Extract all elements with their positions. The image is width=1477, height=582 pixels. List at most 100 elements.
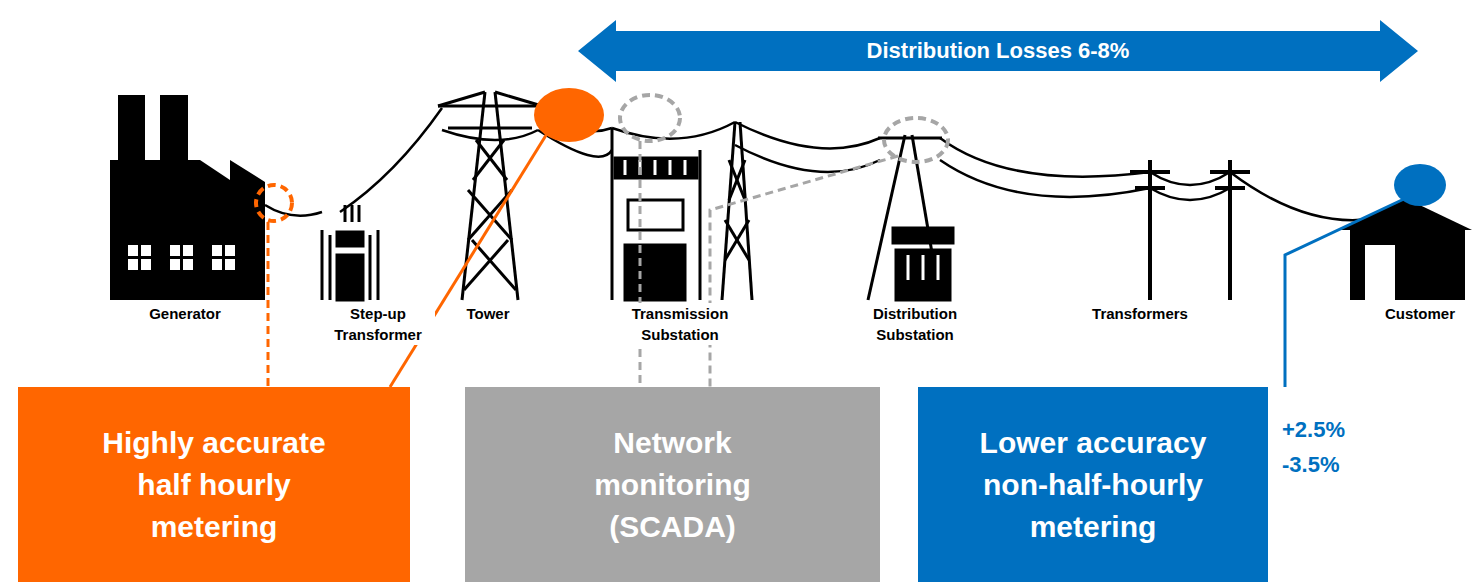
illustration-part [940,160,1150,197]
illustration-part [893,228,953,243]
illustration-part [110,95,265,300]
illustration-part [735,122,880,148]
meter-highlight [256,185,292,221]
illustration-part [699,150,702,300]
illustration-part [922,255,925,280]
illustration-part [1148,160,1152,300]
leader-lines [268,132,1404,387]
illustration-part [377,230,380,300]
illustration-part [1135,186,1165,190]
illustration-part [473,140,504,180]
illustration-part [625,245,685,300]
illustration-part [337,232,363,246]
illustration-part [141,259,151,270]
illustration-part [615,158,697,178]
illustration-part [128,259,138,270]
illustration-part [321,230,324,300]
illustration-part [878,137,942,140]
illustration-part [369,235,372,300]
illustration-part [940,138,1150,177]
illustration-part [442,130,538,140]
illustration-part [170,245,180,256]
transmission-tower [438,92,542,300]
illustration-part [212,245,222,256]
monitoring-box: Network monitoring (SCADA) [465,387,880,582]
illustration-part [351,205,354,222]
illustration-part [710,156,898,387]
illustration-part [448,127,532,130]
illustration-part [907,255,910,280]
illustration-part [476,140,507,180]
illustration-part [740,122,752,300]
illustration-part [725,220,749,260]
component-label: Step-up Transformer [321,303,435,345]
illustration-part [725,220,749,260]
illustration-part [729,160,745,200]
box-text: Network monitoring (SCADA) [548,422,798,548]
meter-marker [534,88,604,142]
illustration-part [438,92,485,106]
illustration-part [1215,186,1245,190]
illustration-part [438,105,542,108]
component-label: Transformers [1090,303,1190,324]
illustration-part [464,240,508,290]
losses-arrow-band: Distribution Losses 6-8% [578,20,1418,82]
illustration-part [170,259,180,270]
illustration-part [212,259,222,270]
illustration-part [267,222,270,387]
illustration-part [1130,170,1170,174]
scada-highlight [620,95,680,141]
illustration-part [183,259,193,270]
component-label: Tower [464,303,511,324]
illustration-part [337,255,363,300]
illustration-part [1228,160,1232,300]
illustration-part [358,205,361,222]
box-text: Lower accuracy non-half-hourly metering [963,422,1223,548]
step-up-transformer [322,205,378,300]
accuracy-value: +2.5% [1280,415,1347,446]
generator-factory [110,95,265,300]
illustration-part [611,128,614,300]
illustration-part [390,132,548,387]
illustration-part [684,160,687,175]
illustration-part [472,240,516,290]
illustration-part [1285,199,1404,387]
illustration-part [937,255,940,280]
illustration-part [729,160,745,200]
illustration-part [329,235,332,300]
illustration-part [896,250,950,300]
illustration-part [468,190,512,240]
illustration-part [340,108,442,212]
illustration-part [669,160,672,175]
component-label: Transmission Substation [608,303,752,345]
illustration-part [1338,198,1472,230]
box-text: Distribution Losses 6-8% [867,36,1130,67]
illustration-part [639,141,642,387]
illustration-part [628,200,683,230]
component-label: Distribution Substation [843,303,987,345]
illustration-part [495,92,542,106]
illustration-part [722,122,735,300]
illustration-part [128,245,138,256]
pole-transformers [1130,160,1250,300]
illustration-part [344,205,347,222]
component-label: Generator [147,303,223,324]
metering-box: Lower accuracy non-half-hourly metering [918,387,1268,582]
component-label: Customer [1383,303,1457,324]
box-text: Highly accurate half hourly metering [79,422,349,548]
illustration-part [468,190,512,240]
illustration-part [1350,228,1465,300]
illustration-part [183,245,193,256]
customer-house [1338,198,1472,300]
illustration-part [1210,170,1250,174]
illustration-part [1365,245,1395,300]
illustration-part [225,259,235,270]
double-arrow-fill [578,20,1418,82]
illustration-part [225,245,235,256]
transmission-substation [612,122,752,300]
illustration-part [141,245,151,256]
illustration-part [624,160,627,175]
accuracy-value: -3.5% [1280,450,1341,481]
illustration-part [128,245,235,270]
